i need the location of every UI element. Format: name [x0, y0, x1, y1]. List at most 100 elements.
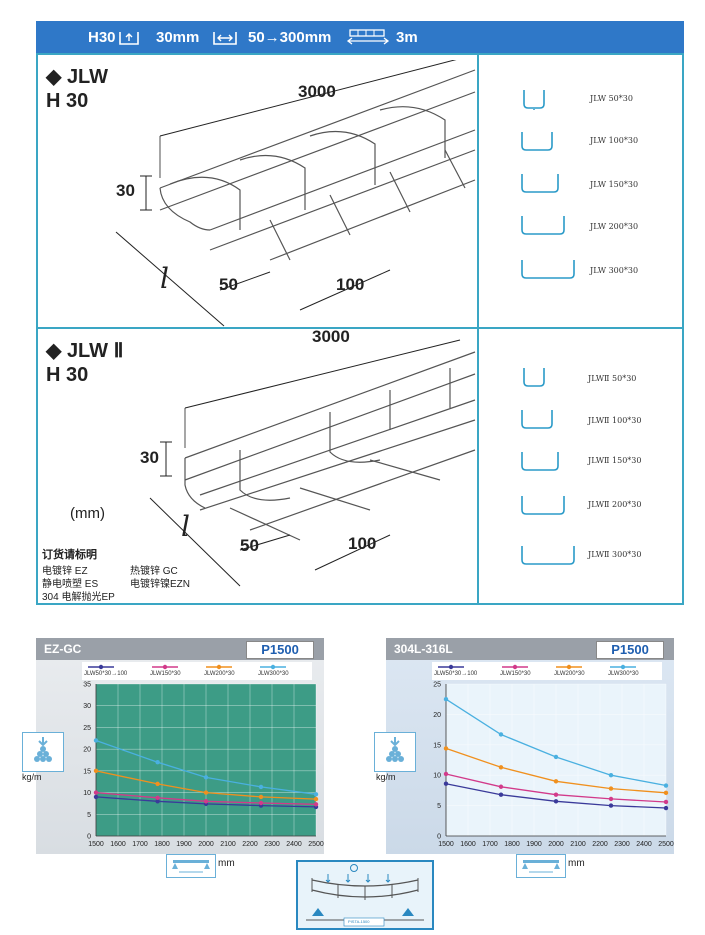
data-point — [443, 771, 449, 777]
y-tick-label: 20 — [433, 712, 441, 719]
y-tick-label: 0 — [437, 834, 441, 841]
finish-ez: 电镀锌 EZ — [42, 566, 88, 577]
y-tick-label: 25 — [83, 725, 91, 732]
x-tick-label: 1700 — [132, 841, 148, 848]
legend-item: JLW150*30 — [150, 671, 181, 677]
y-tick-label: 10 — [83, 790, 91, 797]
legend-marker — [98, 664, 104, 670]
legend-marker — [216, 664, 222, 670]
y-tick-label: 35 — [83, 682, 91, 689]
y-tick-label: 10 — [433, 773, 441, 780]
x-tick-label: 1600 — [110, 841, 126, 848]
legend-item: JLW200*30 — [554, 671, 585, 677]
data-point — [203, 799, 209, 804]
legend-marker — [512, 664, 518, 670]
length-spec: 3m — [396, 29, 418, 46]
data-point — [553, 792, 559, 797]
data-point — [663, 799, 669, 805]
load-weight-icon — [374, 732, 416, 772]
y-tick-label: 15 — [433, 742, 441, 749]
tray-profile-icon — [521, 216, 565, 235]
cable-tray-drawing-2 — [149, 339, 476, 587]
tray-profile-icon — [521, 174, 559, 193]
data-point — [203, 790, 209, 795]
section1-dim-100: 100 — [336, 275, 365, 294]
product-label: JLW 150*30 — [590, 180, 639, 189]
section2-dim-height: 30 — [140, 448, 159, 467]
data-point — [93, 790, 99, 795]
finish-gc: 热镀锌 GC — [130, 566, 178, 577]
load-chart-304l-316l: 304L-316L P1500 JLW50*30→100 JLW150*30 J… — [374, 638, 674, 878]
data-point — [663, 783, 669, 788]
y-tick-label: 30 — [83, 703, 91, 710]
data-point — [155, 799, 160, 804]
data-point — [663, 790, 669, 796]
chart-badge: P1500 — [596, 641, 664, 659]
y-tick-label: 0 — [87, 834, 91, 841]
section1-title: ◆ JLW — [46, 66, 109, 88]
y-unit: kg/m — [376, 772, 396, 782]
data-point — [93, 768, 99, 774]
section2-subtitle: H 30 — [46, 364, 89, 386]
data-point — [93, 738, 99, 743]
x-tick-label: 1800 — [504, 841, 520, 848]
x-tick-label: 1500 — [438, 841, 454, 848]
x-tick-label: 2200 — [242, 841, 258, 848]
data-point — [258, 800, 264, 806]
finish-ezn: 电镀锌镍EZN — [130, 579, 190, 590]
legend-marker — [270, 664, 276, 670]
spec-header-bar: H30 30mm 50→300mm 3m — [36, 21, 684, 53]
order-title: 订货请标明 — [42, 549, 97, 561]
width-spec: 50→300mm — [248, 29, 332, 46]
data-point — [258, 794, 264, 800]
data-point — [313, 792, 319, 797]
data-point — [608, 786, 614, 791]
tray-profile-icon — [521, 410, 553, 429]
y-unit: kg/m — [22, 772, 42, 782]
load-chart-ez-gc: EZ-GC P1500 JLW50*30→100 JLW150*30 JLW20… — [22, 638, 324, 878]
product-label: JLWⅡ 150*30 — [588, 456, 642, 465]
tray-profile-icon — [521, 496, 565, 515]
data-point — [498, 784, 504, 789]
spec-frame — [36, 53, 684, 605]
section2-dim-50: 50 — [240, 536, 259, 555]
y-tick-label: 5 — [437, 803, 441, 810]
horizontal-divider — [36, 327, 684, 329]
x-tick-label: 2000 — [548, 841, 564, 848]
product-label: JLW 50*30 — [590, 94, 633, 103]
x-tick-label: 2400 — [636, 841, 652, 848]
legend-marker — [620, 664, 626, 670]
height-value: 30mm — [156, 29, 200, 46]
vertical-divider — [477, 53, 479, 605]
height-spec: H30 — [88, 29, 116, 46]
data-point — [498, 765, 504, 770]
finish-es: 静电喷塑 ES — [42, 579, 99, 590]
data-point — [443, 746, 449, 751]
data-point — [443, 697, 449, 702]
data-point — [608, 796, 614, 802]
data-point — [155, 795, 160, 800]
y-tick-label: 25 — [433, 682, 441, 689]
tray-profile-icon — [521, 546, 575, 565]
y-tick-label: 5 — [87, 812, 91, 819]
data-point — [443, 781, 449, 786]
product-label: JLWⅡ 100*30 — [588, 416, 642, 425]
x-tick-label: 1500 — [88, 841, 104, 848]
data-point — [313, 802, 319, 807]
chart-title: EZ-GC — [44, 642, 82, 656]
data-point — [553, 779, 559, 784]
section2-product-list: JLWⅡ 50*30 JLWⅡ 100*30 JLWⅡ 150*30 JLWⅡ … — [520, 362, 670, 592]
chart-legend: JLW50*30→100 JLW150*30 JLW200*30 JLW300*… — [82, 662, 312, 680]
tray-profile-icon — [521, 260, 575, 279]
legend-marker — [566, 664, 572, 670]
legend-marker — [162, 664, 168, 670]
tray-profile-icon — [521, 132, 553, 151]
data-point — [608, 773, 614, 778]
section1-dim-50: 50 — [219, 275, 238, 294]
chart-title: 304L-316L — [394, 642, 453, 656]
x-tick-label: 2300 — [614, 841, 630, 848]
x-tick-label: 2500 — [658, 841, 674, 848]
product-label: JLW 200*30 — [590, 222, 639, 231]
length-icon — [346, 29, 390, 45]
